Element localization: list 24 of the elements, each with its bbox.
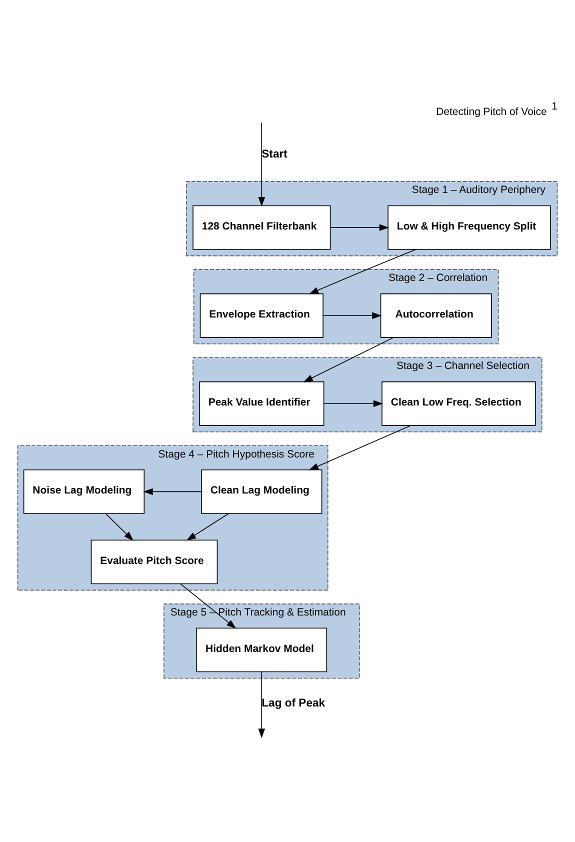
edge-label: Start bbox=[262, 148, 288, 160]
arrow bbox=[186, 513, 229, 541]
node-box: Peak Value Identifier bbox=[199, 381, 324, 426]
arrow bbox=[180, 583, 236, 629]
arrow bbox=[303, 337, 394, 382]
node-box: Hidden Markov Model bbox=[196, 628, 328, 672]
node-box: Noise Lag Modeling bbox=[23, 469, 145, 514]
arrow bbox=[105, 513, 134, 541]
node-box: Low & High Frequency Split bbox=[388, 205, 551, 250]
arrow bbox=[324, 400, 384, 408]
arrow bbox=[322, 312, 382, 319]
node-box: 128 Channel Filterbank bbox=[192, 205, 331, 250]
node-box: Envelope Extraction bbox=[200, 293, 324, 338]
arrow bbox=[258, 672, 266, 738]
node-box: Clean Lag Modeling bbox=[201, 469, 322, 514]
arrow bbox=[258, 122, 266, 207]
arrow bbox=[143, 488, 202, 496]
node-box: Clean Low Freq. Selection bbox=[382, 381, 536, 426]
edge-label: Lag of Peak bbox=[262, 698, 326, 710]
node-box: Evaluate Pitch Score bbox=[90, 540, 218, 584]
arrow bbox=[308, 249, 417, 294]
node-box: Autocorrelation bbox=[380, 293, 492, 338]
arrow bbox=[308, 425, 412, 470]
arrow bbox=[330, 224, 390, 231]
